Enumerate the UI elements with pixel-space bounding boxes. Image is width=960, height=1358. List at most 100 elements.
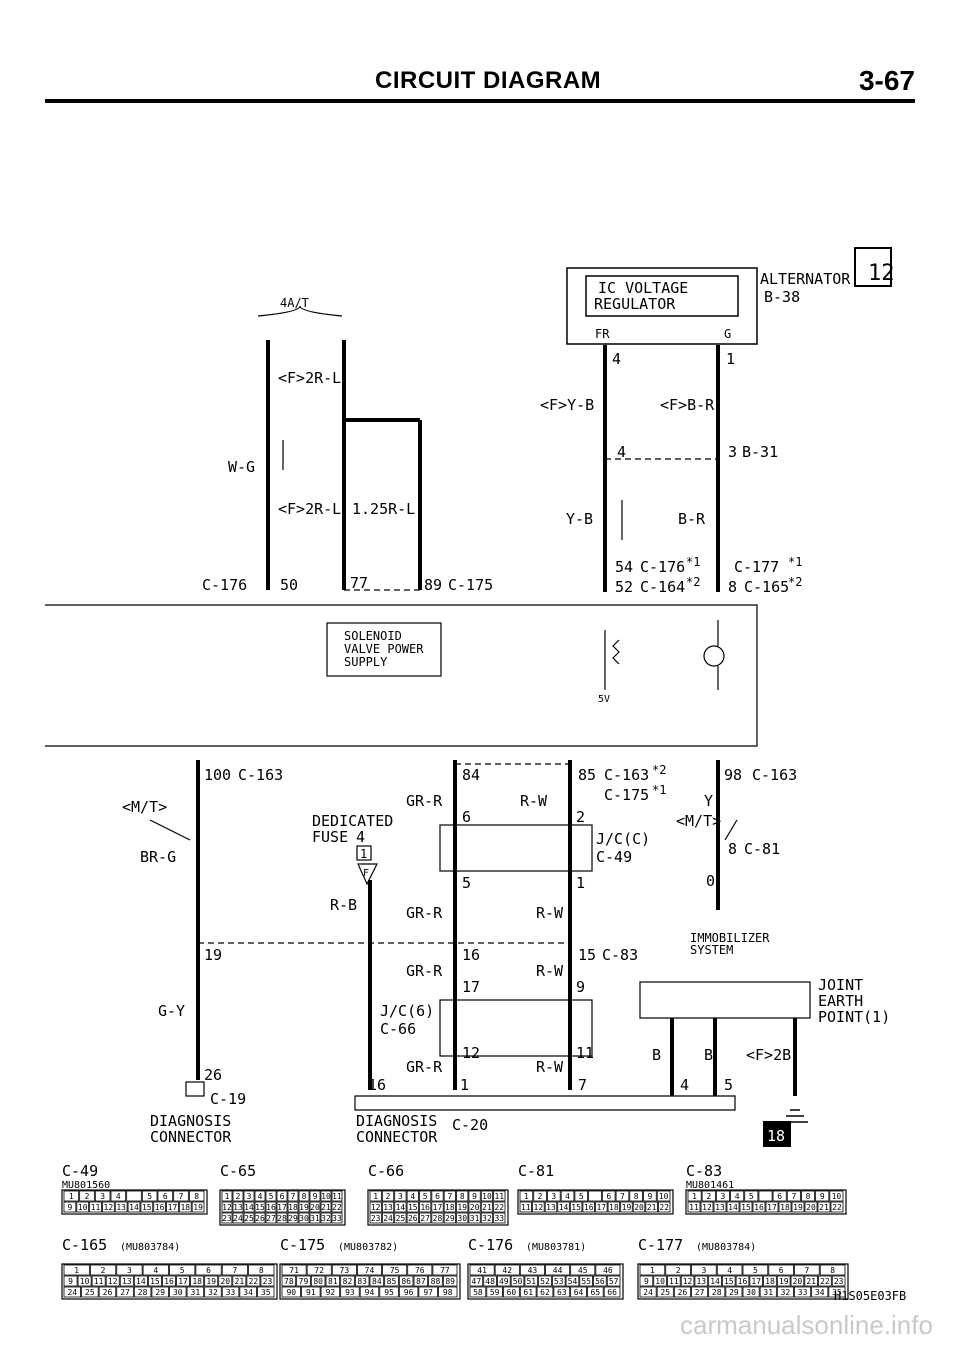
connector-pin: 25 bbox=[396, 1214, 406, 1223]
connector-cavity bbox=[431, 1212, 444, 1224]
connector-cavity bbox=[519, 1264, 545, 1276]
connector-body bbox=[219, 1189, 346, 1226]
fuse-triangle bbox=[357, 863, 378, 886]
connector-body bbox=[61, 1189, 208, 1215]
connector-pin: 16 bbox=[420, 1203, 430, 1212]
connector-pin: 24 bbox=[67, 1288, 77, 1297]
connector-pin: 23 bbox=[263, 1277, 273, 1286]
connector-pin: 74 bbox=[365, 1266, 375, 1275]
connector-body bbox=[685, 1189, 847, 1215]
connector-cavity bbox=[639, 1264, 666, 1276]
connector-pin: 50 bbox=[513, 1277, 523, 1286]
connector-cavity bbox=[94, 1190, 111, 1202]
connector-pin: 61 bbox=[523, 1288, 533, 1297]
diagram-code: H1S05E03FB bbox=[834, 1289, 906, 1303]
header-rule bbox=[45, 99, 915, 103]
pin-4b: 4 bbox=[680, 1076, 689, 1094]
connector-pin: 27 bbox=[420, 1214, 430, 1223]
connector-pin: 45 bbox=[578, 1266, 588, 1275]
star-2b: *2 bbox=[788, 575, 802, 589]
star-2c: *2 bbox=[652, 763, 666, 777]
connector-pin: 14 bbox=[559, 1203, 569, 1212]
term-fr: FR bbox=[595, 327, 610, 341]
connector-cavity bbox=[607, 1201, 621, 1213]
connector-cavity bbox=[218, 1275, 233, 1287]
connector-pin: 12 bbox=[222, 1203, 232, 1212]
connector-cavity bbox=[63, 1275, 78, 1287]
connector-cavity bbox=[254, 1212, 266, 1224]
connector-pin: 1 bbox=[524, 1192, 529, 1201]
connector-cavity bbox=[765, 1201, 779, 1213]
connector-cavity bbox=[620, 1201, 633, 1213]
connector-cavity bbox=[538, 1275, 552, 1287]
connector-pin: 14 bbox=[728, 1203, 738, 1212]
connector-pin: 16 bbox=[754, 1203, 764, 1212]
connector-cavity bbox=[320, 1190, 332, 1202]
connector-pin: 12 bbox=[108, 1277, 118, 1286]
connector-cavity bbox=[287, 1201, 299, 1213]
connector-cavity bbox=[468, 1201, 481, 1213]
connector-cavity bbox=[382, 1264, 408, 1276]
diag1-line-1: DIAGNOSIS bbox=[150, 1112, 231, 1130]
connector-pin: 30 bbox=[173, 1288, 183, 1297]
connector-pin: 78 bbox=[284, 1277, 294, 1286]
connector-cavity bbox=[369, 1212, 382, 1224]
connector-pin: 6 bbox=[163, 1192, 168, 1201]
connector-cavity bbox=[582, 1201, 595, 1213]
connector-pin: 21 bbox=[819, 1203, 829, 1212]
ref-c19: C-19 bbox=[210, 1090, 246, 1108]
connector-pin: 19 bbox=[206, 1277, 216, 1286]
connector-cavity bbox=[804, 1201, 818, 1213]
pin-11: 11 bbox=[576, 1044, 594, 1062]
connector-cavity bbox=[468, 1190, 481, 1202]
connector-pin: 2 bbox=[101, 1266, 106, 1275]
pin-6: 6 bbox=[462, 808, 471, 826]
connector-pin: 10 bbox=[832, 1192, 842, 1201]
connector-cavity bbox=[726, 1201, 740, 1213]
connector-pin: 33 bbox=[332, 1214, 342, 1223]
connector-cavity bbox=[656, 1286, 674, 1298]
connector-cavity bbox=[483, 1275, 497, 1287]
connector-pin: 33 bbox=[494, 1214, 504, 1223]
connector-cavity bbox=[394, 1201, 407, 1213]
connector-pin: 86 bbox=[401, 1277, 411, 1286]
connector-cavity bbox=[331, 1190, 343, 1202]
connector-pin: 7 bbox=[804, 1266, 809, 1275]
connector-cavity bbox=[615, 1190, 630, 1202]
connector-pin: 5 bbox=[423, 1192, 428, 1201]
connector-cavity bbox=[91, 1275, 106, 1287]
connector-pin: 31 bbox=[470, 1214, 480, 1223]
connector-cavity bbox=[643, 1190, 657, 1202]
pin-98: 98 bbox=[724, 766, 742, 784]
connector-pin: 6 bbox=[435, 1192, 440, 1201]
connector-pin: 20 bbox=[634, 1203, 644, 1212]
connector-pin: 57 bbox=[609, 1277, 619, 1286]
connector-pin: 29 bbox=[729, 1288, 739, 1297]
connector-cavity bbox=[281, 1275, 297, 1287]
connector-cavity bbox=[221, 1286, 240, 1298]
connector-pin: 46 bbox=[603, 1266, 613, 1275]
connector-cavity bbox=[76, 1201, 90, 1213]
connector-cavity bbox=[560, 1190, 575, 1202]
connector-cavity bbox=[221, 1190, 233, 1202]
connector-cavity bbox=[381, 1190, 395, 1202]
connector-cavity bbox=[603, 1286, 621, 1298]
ref-c176-left: C-176 bbox=[202, 576, 247, 594]
connector-cavity bbox=[817, 1201, 831, 1213]
label-rb: R-B bbox=[330, 896, 357, 914]
pin-26: 26 bbox=[204, 1066, 222, 1084]
connector-pin: 20 bbox=[220, 1277, 230, 1286]
connector-cavity bbox=[431, 1190, 444, 1202]
connector-pin: 9 bbox=[67, 1203, 72, 1212]
connector-cavity bbox=[645, 1201, 658, 1213]
connector-cavity bbox=[105, 1275, 120, 1287]
connector-pin: 16 bbox=[266, 1203, 276, 1212]
connector-cavity bbox=[151, 1286, 169, 1298]
connector-pin: 21 bbox=[321, 1203, 331, 1212]
connector-cavity bbox=[310, 1275, 326, 1287]
connector-pin: 71 bbox=[289, 1266, 299, 1275]
connector-cavity bbox=[468, 1212, 481, 1224]
connector-cavity bbox=[325, 1275, 341, 1287]
connector-cavity bbox=[601, 1190, 616, 1202]
